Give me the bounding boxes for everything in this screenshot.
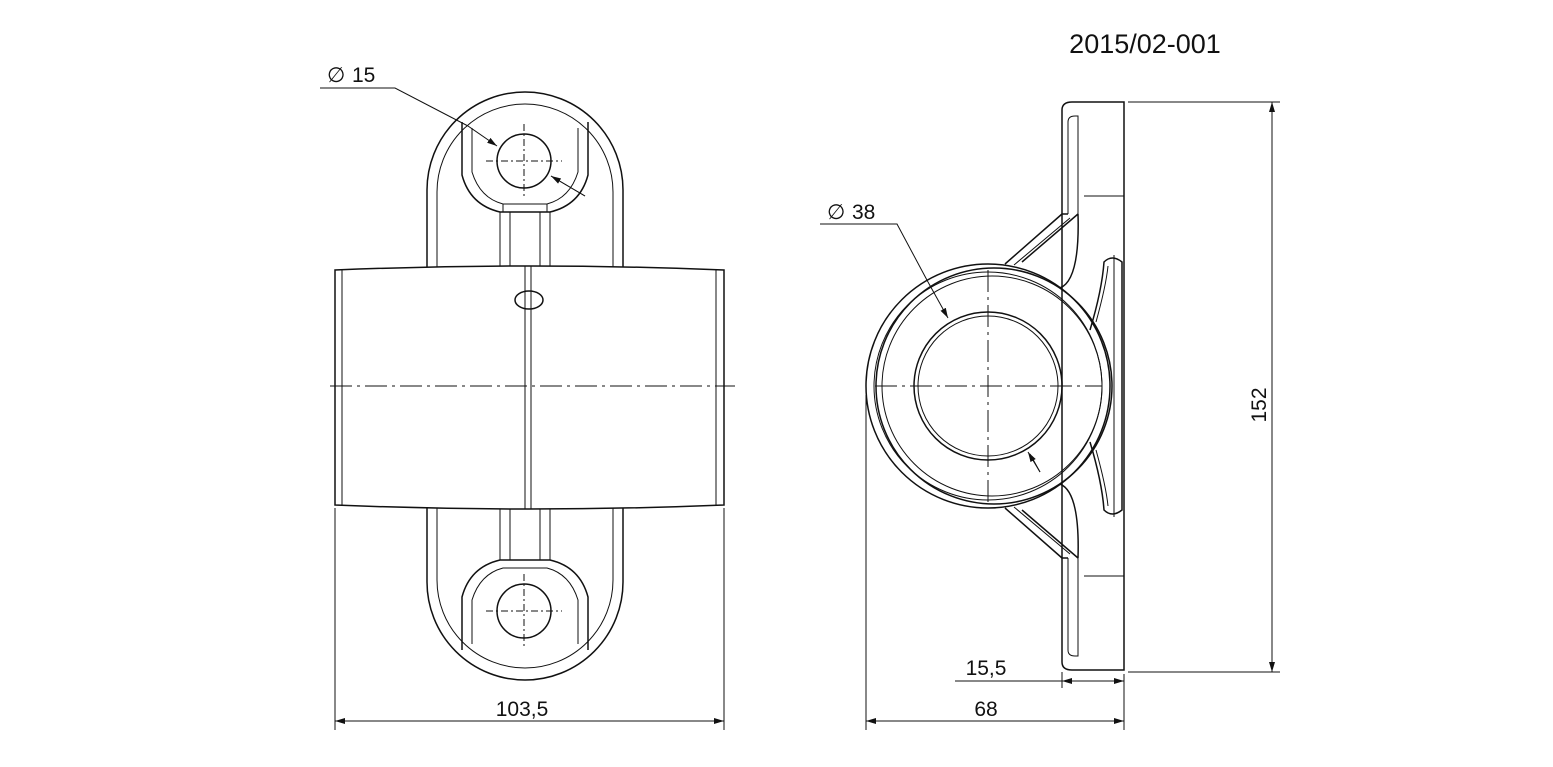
front-bottom-lug [461, 559, 589, 650]
front-view: ∅ 15 103,5 [320, 64, 735, 730]
front-hole-diameter-label: 15 [352, 64, 375, 87]
side-height-label: 152 [1248, 387, 1271, 422]
front-width-label: 103,5 [496, 698, 549, 721]
side-bore-diameter-symbol: ∅ [827, 201, 845, 224]
front-body [334, 265, 725, 510]
front-hole-diameter-symbol: ∅ [327, 64, 345, 87]
side-depth-label: 68 [974, 698, 997, 721]
front-flange-outline [426, 91, 624, 681]
side-outer-ring [865, 263, 1111, 509]
side-view: ∅ 38 152 15,5 68 [820, 101, 1280, 730]
side-base-plate [1061, 101, 1125, 671]
front-top-lug [461, 122, 589, 213]
drawing-number: 2015/02-001 [1069, 29, 1221, 59]
side-plate-thickness-label: 15,5 [966, 657, 1007, 680]
side-upper-rib [1004, 213, 1079, 289]
front-lube-hole [514, 290, 544, 310]
side-bore-diameter-label: 38 [852, 201, 875, 224]
side-lower-rib [1004, 483, 1079, 559]
